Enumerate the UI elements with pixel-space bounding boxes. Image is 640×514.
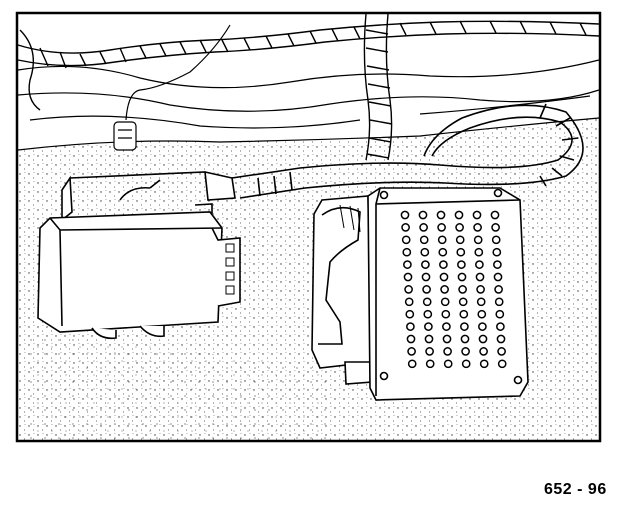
vent-hole (440, 297, 450, 307)
vent-hole (461, 347, 470, 356)
vent-hole (441, 309, 451, 319)
vent-hole (459, 309, 469, 319)
vent-hole (473, 223, 482, 232)
vent-hole-grid (400, 210, 507, 369)
vent-hole (422, 297, 432, 307)
vent-hole (491, 223, 500, 232)
vent-hole (421, 260, 430, 269)
vent-hole (496, 322, 505, 331)
vent-hole (406, 322, 415, 331)
vent-hole (497, 359, 507, 369)
vent-hole (474, 247, 484, 257)
vent-hole (479, 359, 489, 369)
vent-hole (457, 272, 467, 282)
vent-hole (403, 272, 413, 282)
vent-hole (493, 272, 503, 282)
vent-hole (407, 347, 416, 356)
vent-hole (407, 359, 417, 369)
vent-hole (406, 334, 416, 344)
vent-hole (422, 285, 431, 294)
vent-hole (479, 347, 488, 356)
vent-hole (420, 247, 430, 257)
vent-hole (458, 285, 467, 294)
vent-hole (438, 247, 448, 257)
vent-hole (455, 223, 464, 232)
vent-hole (424, 322, 433, 331)
vent-hole (454, 210, 464, 220)
ecu-module-right (311, 187, 529, 401)
vent-hole (437, 223, 446, 232)
vent-hole (495, 309, 505, 319)
vent-hole (460, 322, 469, 331)
vent-hole (437, 235, 447, 245)
vent-hole (461, 359, 471, 369)
wiring-harness-vertical (363, 13, 393, 161)
wiring-harness-top (17, 20, 600, 111)
vent-hole (490, 210, 500, 220)
figure-reference-code: 652 - 96 (544, 481, 607, 498)
vent-hole (442, 322, 451, 331)
vent-hole (403, 260, 412, 269)
vent-hole (476, 297, 486, 307)
floor-shadow (30, 335, 330, 440)
vent-hole (493, 260, 502, 269)
vent-hole (436, 210, 446, 220)
vent-hole (419, 223, 428, 232)
vent-hole (401, 235, 411, 245)
vent-hole (402, 247, 412, 257)
vent-hole (475, 260, 484, 269)
vent-hole (494, 285, 503, 294)
vent-hole (472, 210, 482, 220)
vent-hole (497, 347, 506, 356)
vent-hole (405, 309, 415, 319)
vent-hole (496, 334, 506, 344)
vent-hole (460, 334, 470, 344)
vent-hole (443, 347, 452, 356)
vent-hole (473, 235, 483, 245)
vent-hole (442, 334, 452, 344)
sensor-lead (113, 24, 231, 151)
vent-hole (492, 247, 502, 257)
vent-hole (419, 235, 429, 245)
vent-hole (439, 272, 449, 282)
background-fabric (17, 59, 600, 129)
vent-hole (457, 260, 466, 269)
vent-hole (421, 272, 431, 282)
vent-hole (424, 334, 434, 344)
vent-hole (401, 223, 410, 232)
vent-hole (455, 235, 465, 245)
vent-hole (478, 322, 487, 331)
vent-hole (423, 309, 433, 319)
vent-hole (494, 297, 504, 307)
vent-hole (404, 297, 414, 307)
vent-hole (400, 210, 410, 220)
vent-hole (443, 359, 453, 369)
vent-hole (425, 347, 434, 356)
vent-hole (491, 235, 501, 245)
vent-hole (458, 297, 468, 307)
vent-hole (418, 210, 428, 220)
vent-hole (478, 334, 488, 344)
vent-hole (476, 285, 485, 294)
vent-hole (439, 260, 448, 269)
vent-hole (456, 247, 466, 257)
main-cable (231, 103, 584, 199)
vent-hole (404, 285, 413, 294)
vent-hole (425, 359, 435, 369)
ecu-module-left (37, 171, 241, 340)
vent-hole (477, 309, 487, 319)
vent-hole (475, 272, 485, 282)
vent-hole (440, 285, 449, 294)
